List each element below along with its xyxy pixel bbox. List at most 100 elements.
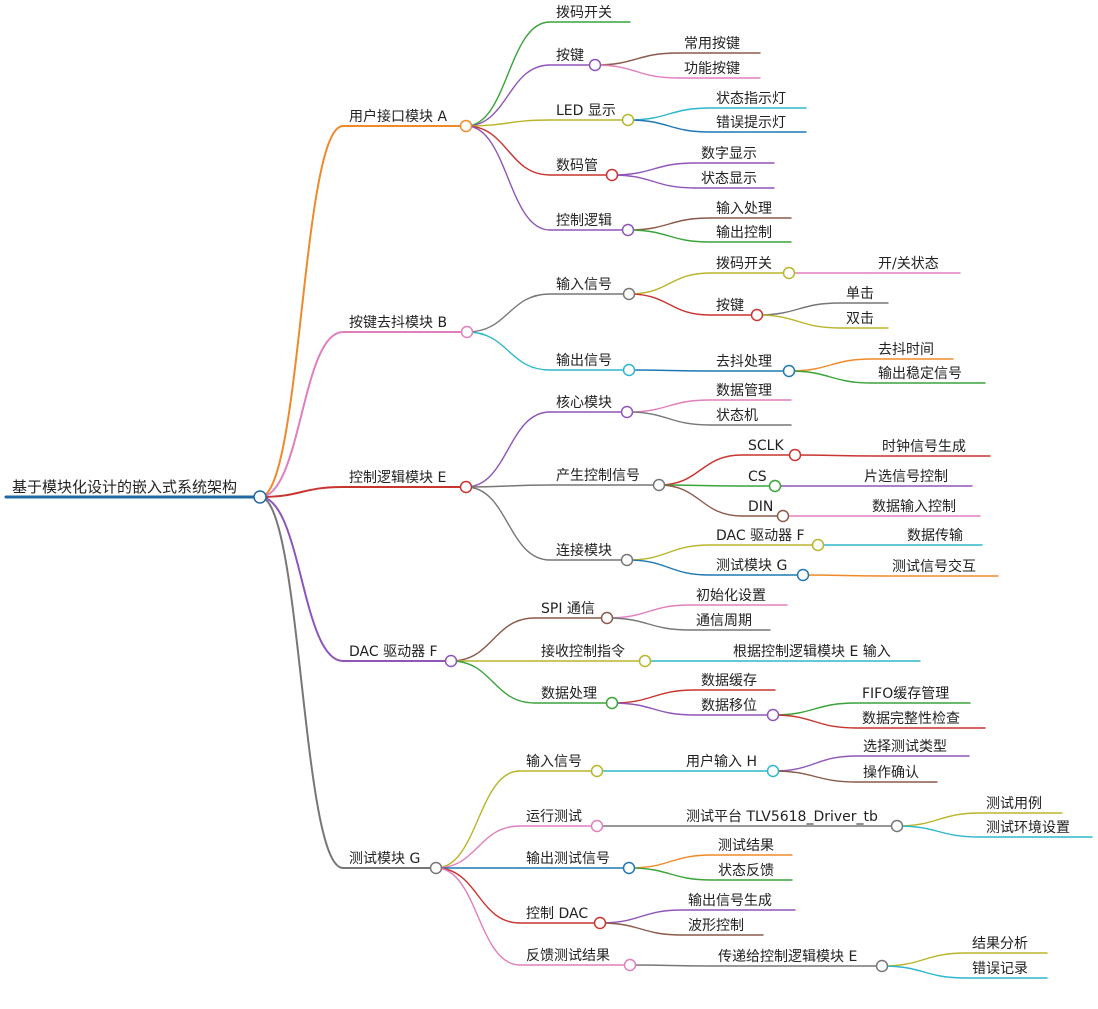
node-label-b122[interactable]: 双击	[846, 311, 874, 327]
node-label-f31[interactable]: 数据缓存	[701, 673, 757, 689]
node-toggle-b12[interactable]	[750, 308, 764, 322]
node-toggle-b[interactable]	[460, 325, 474, 339]
node-toggle-f[interactable]	[444, 654, 458, 668]
node-label-g511[interactable]: 结果分析	[972, 936, 1028, 952]
node-toggle-b21[interactable]	[782, 364, 796, 378]
node-toggle-e3[interactable]	[620, 553, 634, 567]
node-label-e11[interactable]: 数据管理	[716, 383, 772, 399]
node-toggle-f2[interactable]	[638, 654, 652, 668]
node-toggle-f32[interactable]	[766, 708, 780, 722]
node-toggle-a[interactable]	[459, 119, 473, 133]
node-label-g11[interactable]: 用户输入 H	[686, 753, 757, 770]
node-label-g212[interactable]: 测试环境设置	[986, 820, 1070, 836]
node-label-g5[interactable]: 反馈测试结果	[526, 948, 610, 964]
node-label-e21[interactable]: SCLK	[748, 438, 784, 454]
node-label-a2[interactable]: 按键	[556, 48, 584, 64]
node-label-g42[interactable]: 波形控制	[688, 918, 744, 934]
node-label-a41[interactable]: 数字显示	[701, 146, 757, 162]
node-label-e231[interactable]: 数据输入控制	[872, 499, 956, 515]
node-label-root[interactable]: 基于模块化设计的嵌入式系统架构	[12, 478, 237, 496]
node-toggle-e2[interactable]	[652, 478, 666, 492]
node-toggle-root[interactable]	[253, 490, 267, 504]
node-label-g1[interactable]: 输入信号	[526, 754, 582, 770]
node-label-a21[interactable]: 常用按键	[684, 36, 740, 52]
node-label-g4[interactable]: 控制 DAC	[526, 906, 588, 922]
node-label-b2[interactable]: 输出信号	[556, 353, 612, 369]
node-label-a[interactable]: 用户接口模块 A	[349, 108, 447, 125]
node-label-a22[interactable]: 功能按键	[684, 61, 740, 77]
node-label-b121[interactable]: 单击	[846, 286, 874, 302]
node-label-e2[interactable]: 产生控制信号	[556, 468, 640, 484]
node-toggle-e32[interactable]	[796, 568, 810, 582]
node-toggle-a5[interactable]	[621, 223, 635, 237]
node-label-e32[interactable]: 测试模块 G	[716, 558, 787, 574]
node-label-f2[interactable]: 接收控制指令	[541, 643, 625, 660]
node-label-f3[interactable]: 数据处理	[541, 686, 597, 702]
node-toggle-g11[interactable]	[766, 764, 780, 778]
node-label-g3[interactable]: 输出测试信号	[526, 851, 610, 867]
node-label-g211[interactable]: 测试用例	[986, 796, 1042, 812]
node-toggle-g5[interactable]	[623, 958, 637, 972]
node-label-a42[interactable]: 状态显示	[701, 171, 757, 187]
node-toggle-b11[interactable]	[782, 266, 796, 280]
node-label-a32[interactable]: 错误提示灯	[716, 115, 786, 131]
node-toggle-e[interactable]	[459, 480, 473, 494]
node-label-g2[interactable]: 运行测试	[526, 809, 582, 825]
node-label-b11[interactable]: 拨码开关	[716, 256, 772, 272]
node-toggle-e1[interactable]	[620, 405, 634, 419]
node-toggle-g2[interactable]	[590, 819, 604, 833]
node-label-f21[interactable]: 根据控制逻辑模块 E 输入	[733, 644, 891, 660]
node-label-b1[interactable]: 输入信号	[556, 277, 612, 293]
node-label-e3[interactable]: 连接模块	[556, 542, 612, 559]
node-toggle-e23[interactable]	[776, 509, 790, 523]
node-toggle-g21[interactable]	[890, 819, 904, 833]
node-toggle-g1[interactable]	[590, 764, 604, 778]
node-label-b111[interactable]: 开/关状态	[878, 256, 939, 272]
node-label-f32[interactable]: 数据移位	[701, 698, 757, 714]
node-toggle-a4[interactable]	[605, 168, 619, 182]
node-toggle-a2[interactable]	[588, 58, 602, 72]
node-label-f12[interactable]: 通信周期	[696, 613, 752, 629]
node-label-g31[interactable]: 测试结果	[718, 838, 774, 854]
node-label-e[interactable]: 控制逻辑模块 E	[349, 470, 446, 486]
node-label-b12[interactable]: 按键	[716, 298, 744, 314]
node-label-g112[interactable]: 操作确认	[863, 765, 919, 781]
node-toggle-a3[interactable]	[621, 113, 635, 127]
node-label-g21[interactable]: 测试平台 TLV5618_Driver_tb	[686, 809, 878, 825]
node-label-e321[interactable]: 测试信号交互	[892, 558, 976, 575]
node-label-e311[interactable]: 数据传输	[907, 528, 963, 544]
node-label-a52[interactable]: 输出控制	[716, 225, 772, 241]
node-label-f1[interactable]: SPI 通信	[541, 601, 595, 617]
node-toggle-g[interactable]	[429, 861, 443, 875]
node-label-e22[interactable]: CS	[748, 469, 767, 485]
node-label-g111[interactable]: 选择测试类型	[863, 739, 947, 755]
node-toggle-e31[interactable]	[811, 538, 825, 552]
node-toggle-b2[interactable]	[622, 363, 636, 377]
node-toggle-g3[interactable]	[622, 861, 636, 875]
node-label-b211[interactable]: 去抖时间	[878, 342, 934, 358]
node-toggle-f1[interactable]	[600, 611, 614, 625]
node-toggle-g4[interactable]	[593, 916, 607, 930]
node-label-e211[interactable]: 时钟信号生成	[882, 438, 966, 455]
node-toggle-e21[interactable]	[788, 448, 802, 462]
node-label-a31[interactable]: 状态指示灯	[716, 91, 786, 107]
node-toggle-f3[interactable]	[605, 696, 619, 710]
node-label-e1[interactable]: 核心模块	[556, 395, 612, 411]
node-label-a51[interactable]: 输入处理	[716, 201, 772, 217]
node-label-g[interactable]: 测试模块 G	[349, 851, 420, 867]
node-label-b[interactable]: 按键去抖模块 B	[349, 315, 447, 331]
node-toggle-b1[interactable]	[622, 287, 636, 301]
node-label-e221[interactable]: 片选信号控制	[864, 469, 948, 485]
node-toggle-e22[interactable]	[768, 479, 782, 493]
node-label-b212[interactable]: 输出稳定信号	[878, 366, 962, 382]
node-label-a5[interactable]: 控制逻辑	[556, 213, 612, 229]
node-label-e23[interactable]: DIN	[748, 499, 773, 515]
node-label-g32[interactable]: 状态反馈	[718, 863, 774, 879]
node-label-e12[interactable]: 状态机	[716, 408, 758, 424]
node-label-b21[interactable]: 去抖处理	[716, 354, 772, 370]
node-label-e31[interactable]: DAC 驱动器 F	[716, 528, 805, 544]
node-label-f11[interactable]: 初始化设置	[696, 587, 766, 604]
node-label-a4[interactable]: 数码管	[556, 158, 598, 174]
node-label-g512[interactable]: 错误记录	[972, 961, 1028, 977]
node-toggle-g51[interactable]	[875, 959, 889, 973]
